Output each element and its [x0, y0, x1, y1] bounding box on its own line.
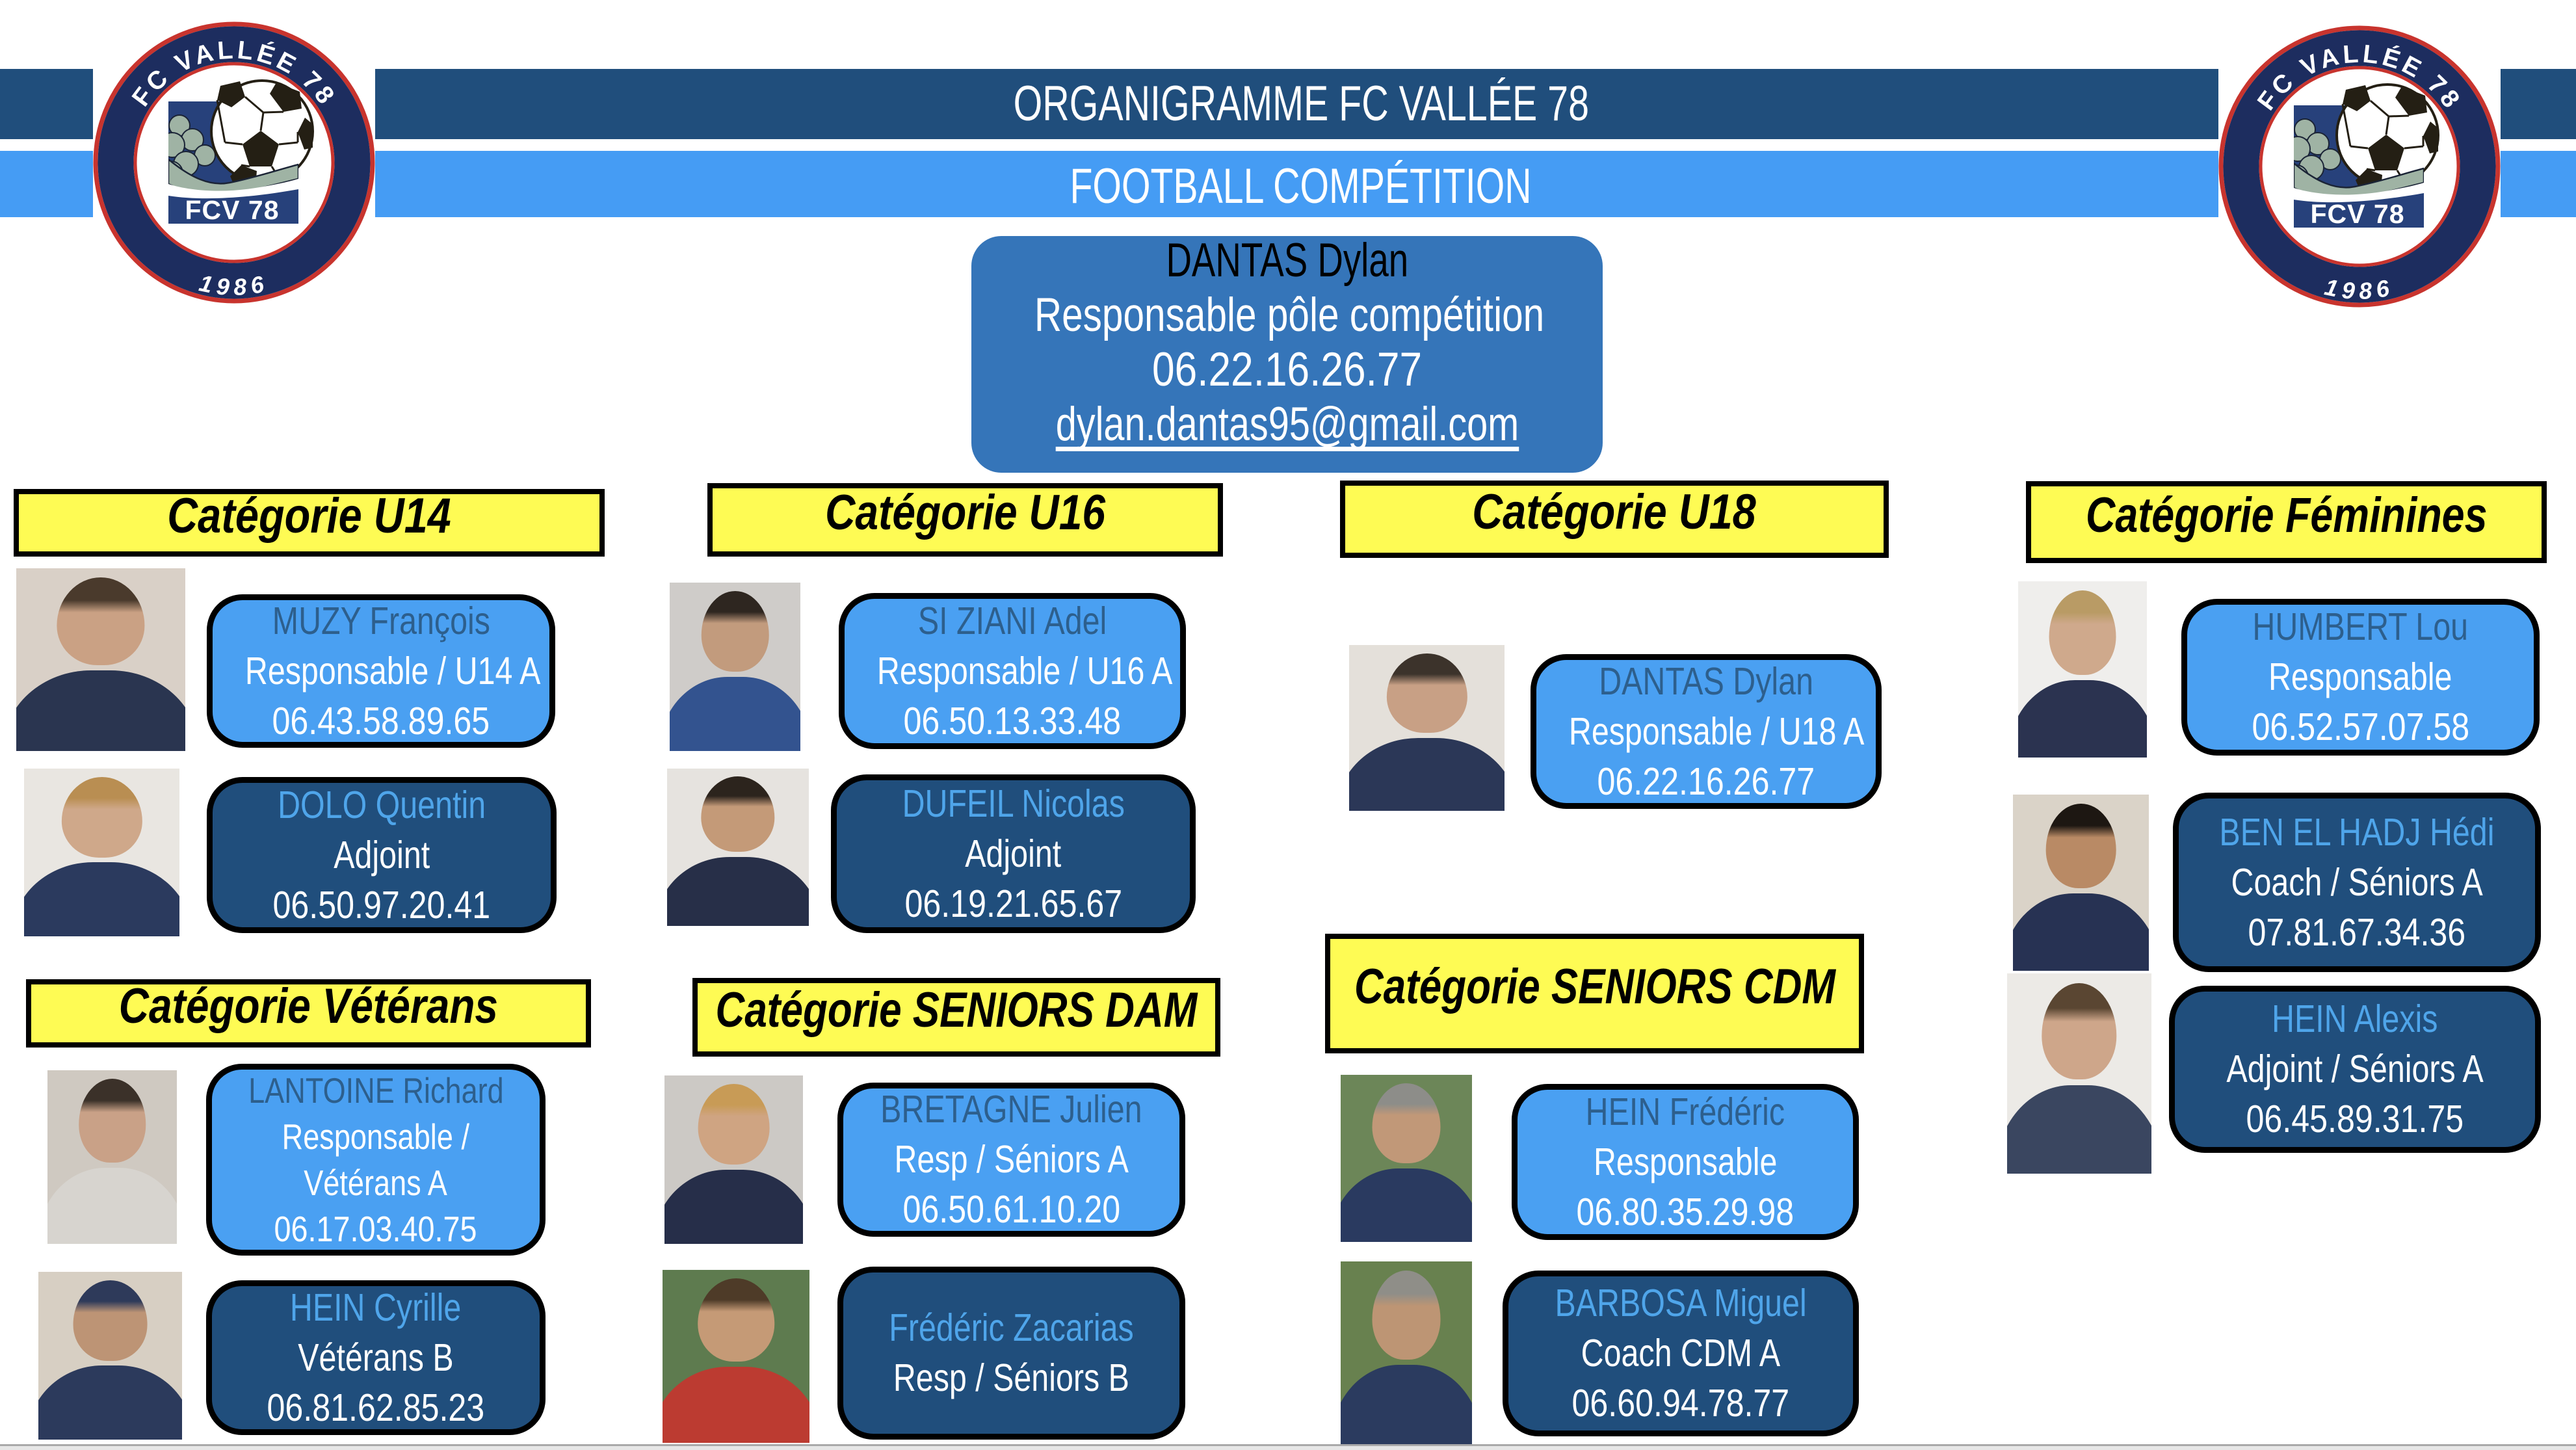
svg-text:1986: 1986	[197, 269, 271, 300]
svg-text:1986: 1986	[2322, 273, 2397, 304]
svg-text:FCV 78: FCV 78	[185, 195, 280, 225]
svg-text:FCV 78: FCV 78	[2311, 199, 2405, 229]
